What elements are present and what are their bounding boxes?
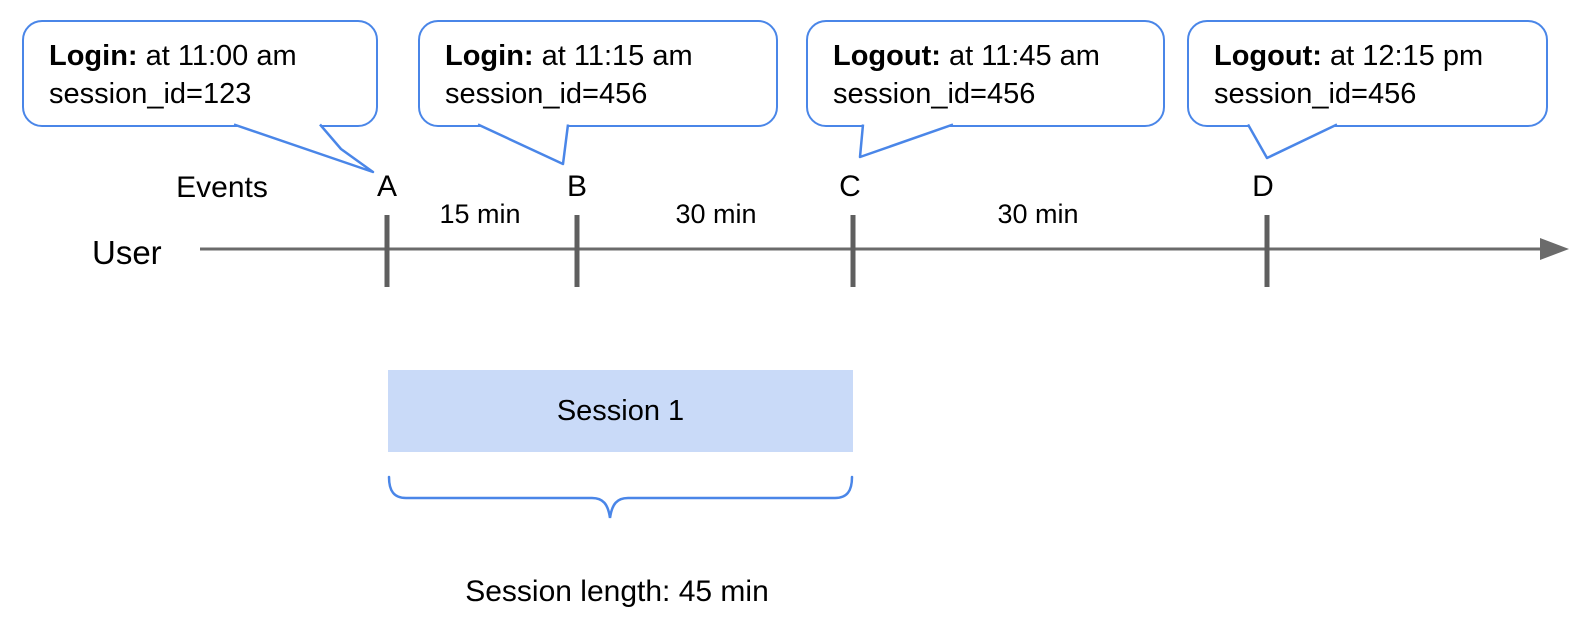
interval-label-CD: 30 min xyxy=(997,199,1079,229)
event-type-label: Login: xyxy=(445,40,534,72)
marker-label-B: B xyxy=(566,170,588,203)
callout-line1: Login: at 11:15 am xyxy=(445,37,776,75)
interval-label-AB: 15 min xyxy=(439,199,521,229)
callout-tail-A xyxy=(233,123,375,174)
marker-label-C: C xyxy=(839,170,861,203)
session-id-text: session_id=456 xyxy=(833,78,1036,110)
session-1-label: Session 1 xyxy=(556,394,685,427)
session-length-brace-icon xyxy=(387,475,854,519)
session-id-text: session_id=456 xyxy=(1214,78,1417,110)
callout-logout-D: Logout: at 12:15 pm session_id=456 xyxy=(1187,20,1548,127)
session-id-text: session_id=123 xyxy=(49,78,252,110)
user-row-label: User xyxy=(92,234,162,271)
event-type-label: Logout: xyxy=(833,40,941,72)
callout-logout-C: Logout: at 11:45 am session_id=456 xyxy=(806,20,1165,127)
callout-line1: Logout: at 12:15 pm xyxy=(1214,37,1546,75)
event-type-label: Logout: xyxy=(1214,40,1322,72)
callout-login-B: Login: at 11:15 am session_id=456 xyxy=(418,20,778,127)
callout-login-A: Login: at 11:00 am session_id=123 xyxy=(22,20,378,127)
callout-tail-D xyxy=(1246,123,1338,160)
callout-tail-B xyxy=(477,123,570,166)
event-time-text: at 12:15 pm xyxy=(1321,40,1484,72)
event-type-label: Login: xyxy=(49,40,138,72)
marker-label-D: D xyxy=(1252,170,1274,203)
session-length-caption: Session length: 45 min xyxy=(465,575,769,608)
events-row-label: Events xyxy=(176,171,268,204)
interval-label-BC: 30 min xyxy=(675,199,757,229)
event-time-text: at 11:15 am xyxy=(533,40,693,72)
callout-line1: Logout: at 11:45 am xyxy=(833,37,1163,75)
callout-line1: Login: at 11:00 am xyxy=(49,37,376,75)
event-time-text: at 11:45 am xyxy=(940,40,1100,72)
session-id-text: session_id=456 xyxy=(445,78,648,110)
marker-label-A: A xyxy=(376,170,398,203)
timeline-arrowhead-icon xyxy=(1540,238,1569,260)
event-time-text: at 11:00 am xyxy=(137,40,297,72)
callout-tail-C xyxy=(858,123,954,159)
session-1-box: Session 1 xyxy=(388,370,853,452)
